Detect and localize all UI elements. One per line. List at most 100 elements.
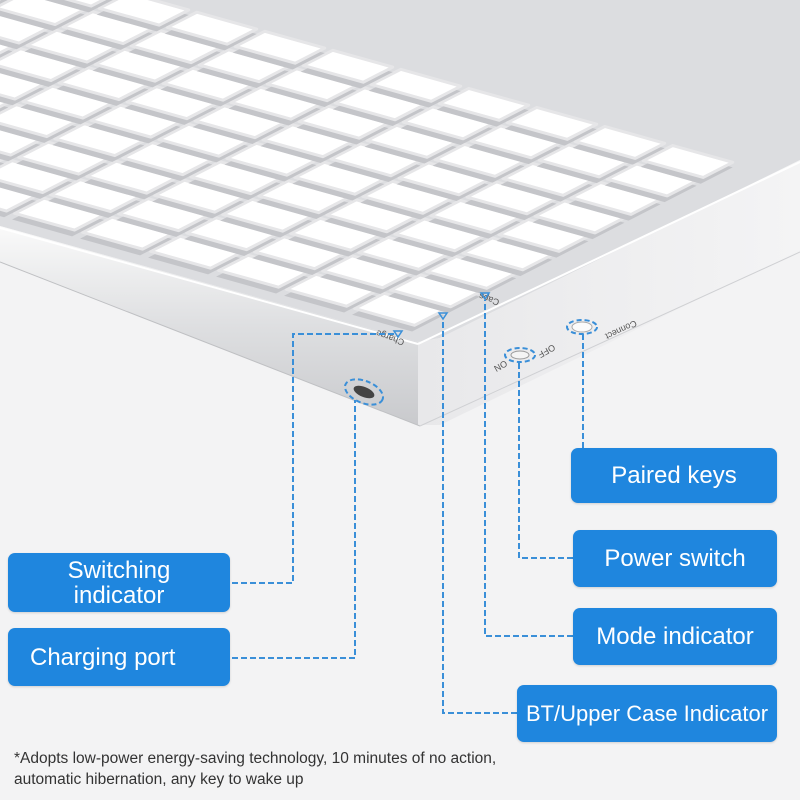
key — [81, 215, 174, 251]
key — [497, 217, 590, 253]
key — [389, 273, 482, 309]
key — [189, 160, 282, 196]
callout-bt-upper-case: BT/Upper Case Indicator — [517, 685, 777, 742]
key — [161, 66, 255, 102]
key — [301, 48, 395, 84]
callout-power-switch: Power switch — [573, 530, 777, 587]
charge-indicator-icon — [392, 330, 404, 339]
callout-switching-indicator: Switching indicator — [8, 553, 230, 612]
key — [293, 160, 386, 196]
key — [233, 29, 327, 65]
leader-charging — [232, 400, 356, 659]
key — [401, 105, 495, 141]
bt-indicator-icon — [437, 312, 449, 321]
key — [437, 86, 531, 122]
key — [121, 141, 214, 177]
key — [0, 28, 14, 64]
key — [253, 235, 346, 271]
key — [533, 199, 626, 235]
footnote: *Adopts low-power energy-saving technolo… — [14, 748, 794, 790]
key — [325, 198, 418, 234]
leader-power — [518, 362, 573, 559]
key — [49, 178, 142, 214]
key — [221, 197, 314, 233]
key — [13, 196, 106, 232]
key — [357, 235, 450, 271]
key — [157, 122, 250, 158]
key — [353, 291, 446, 327]
footnote-line-1: *Adopts low-power energy-saving technolo… — [14, 750, 497, 767]
key — [0, 159, 74, 195]
charging-port-highlight — [344, 378, 384, 406]
caps-indicator-icon — [479, 292, 491, 301]
key — [153, 178, 246, 214]
key — [361, 179, 454, 215]
key — [225, 141, 318, 177]
key — [469, 124, 563, 160]
key — [333, 86, 427, 122]
key — [0, 103, 78, 139]
key — [573, 124, 667, 160]
power-switch — [510, 350, 530, 360]
key — [461, 236, 554, 272]
power-switch-highlight — [504, 347, 536, 363]
key — [125, 85, 218, 121]
callout-charging-port: Charging port — [8, 628, 230, 686]
key — [193, 104, 286, 140]
key — [505, 105, 599, 141]
key — [397, 161, 490, 197]
key — [433, 142, 527, 178]
key — [61, 10, 155, 46]
key — [393, 217, 486, 253]
key — [85, 159, 178, 195]
key — [297, 104, 391, 140]
leader-switching — [232, 333, 396, 584]
key — [185, 216, 278, 252]
key — [569, 180, 663, 216]
key — [261, 123, 354, 159]
key — [641, 144, 735, 179]
leader-bt — [442, 320, 517, 714]
key — [197, 48, 291, 84]
key — [0, 121, 42, 157]
key — [97, 0, 191, 27]
key — [229, 85, 323, 121]
key — [0, 9, 51, 45]
key — [425, 254, 518, 290]
key — [329, 142, 422, 178]
key — [285, 272, 378, 308]
key — [365, 123, 459, 159]
callout-mode-indicator: Mode indicator — [573, 608, 777, 665]
key — [165, 10, 259, 46]
key — [605, 162, 699, 198]
key — [217, 253, 310, 289]
key — [57, 66, 150, 102]
key — [117, 197, 210, 233]
key — [265, 67, 359, 103]
keyboard-side-face — [418, 160, 800, 425]
key — [0, 177, 38, 213]
key — [321, 254, 414, 290]
leader-mode — [484, 300, 573, 637]
footnote-line-2: automatic hibernation, any key to wake u… — [14, 771, 304, 788]
key — [17, 140, 110, 176]
key — [289, 216, 382, 252]
key — [0, 65, 46, 101]
key — [0, 47, 82, 83]
key — [89, 103, 182, 139]
connect-button — [571, 321, 593, 333]
key — [537, 143, 631, 179]
key — [0, 0, 87, 27]
keyboard-front-face — [0, 226, 418, 425]
key — [501, 161, 595, 197]
key — [149, 234, 242, 270]
key — [21, 84, 114, 120]
key — [257, 179, 350, 215]
charging-port — [353, 385, 375, 399]
key — [25, 28, 119, 64]
callout-paired-keys: Paired keys — [571, 448, 777, 503]
key — [129, 29, 223, 65]
key-grid — [0, 0, 735, 332]
key — [465, 180, 558, 216]
